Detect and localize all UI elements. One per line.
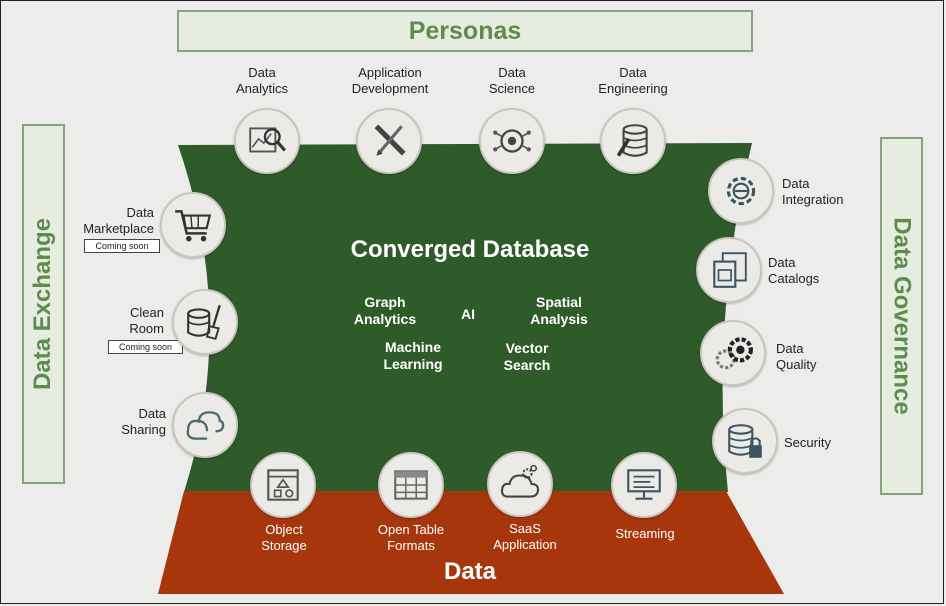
brain-circuit-icon	[493, 129, 531, 153]
persona-application-development[interactable]	[356, 108, 422, 174]
exchange-data-sharing[interactable]	[172, 392, 238, 458]
governance-label-data-quality: Data Quality	[776, 341, 817, 372]
exchange-label-data-marketplace: Data Marketplace	[83, 205, 154, 236]
exchange-data-marketplace[interactable]	[160, 192, 226, 258]
persona-data-science[interactable]	[479, 108, 545, 174]
personas-banner: Personas	[177, 10, 753, 52]
governance-data-catalogs[interactable]	[696, 237, 762, 303]
source-label-object-storage: Object Storage	[261, 522, 307, 553]
catalog-icon	[713, 252, 747, 288]
gear-integration-icon	[726, 176, 756, 206]
streaming-icon	[627, 469, 661, 500]
database-wrench-icon	[616, 124, 648, 157]
coming-soon-badge-clean-room: Coming soon	[108, 340, 183, 354]
data-title: Data	[443, 558, 497, 585]
gears-icon	[715, 337, 753, 370]
persona-data-analytics[interactable]	[234, 108, 300, 174]
shopping-cart-icon	[175, 210, 212, 242]
data-area	[158, 491, 784, 594]
data-exchange-banner: Data Exchange	[22, 124, 65, 484]
governance-label-data-catalogs: Data Catalogs	[768, 255, 820, 286]
cloud-share-icon	[186, 411, 225, 440]
governance-security[interactable]	[712, 408, 778, 474]
persona-label-application-development: Application Development	[351, 65, 429, 96]
feature-ai: AI	[461, 306, 475, 322]
exchange-clean-room[interactable]	[172, 289, 238, 355]
persona-label-data-analytics: Data Analytics	[235, 65, 289, 96]
source-label-open-table-formats: Open Table Formats	[377, 522, 445, 553]
governance-data-quality[interactable]	[700, 320, 766, 386]
ruler-pencil-icon	[374, 124, 406, 156]
database-broom-icon	[187, 304, 221, 340]
persona-label-data-science: Data Science	[488, 65, 536, 96]
feature-machine-learning: Machine Learning	[383, 339, 443, 372]
source-label-saas-application: SaaS Application	[493, 521, 557, 552]
source-saas-application[interactable]	[487, 451, 553, 517]
exchange-label-clean-room: Clean Room	[129, 305, 164, 336]
source-object-storage[interactable]	[250, 452, 316, 518]
governance-label-data-integration: Data Integration	[782, 176, 844, 207]
saas-cloud-icon	[500, 464, 540, 498]
chart-magnifier-icon	[249, 127, 287, 153]
persona-data-engineering[interactable]	[600, 108, 666, 174]
personas-title: Personas	[408, 16, 522, 45]
feature-vector-search: Vector Search	[503, 340, 551, 373]
exchange-label-data-sharing: Data Sharing	[121, 406, 166, 437]
governance-data-integration[interactable]	[708, 158, 774, 224]
converged-database-area	[178, 143, 752, 492]
converged-database-title: Converged Database	[350, 236, 590, 263]
data-governance-banner: Data Governance	[880, 137, 923, 495]
source-open-table-formats[interactable]	[378, 452, 444, 518]
table-icon	[394, 470, 428, 500]
feature-spatial-analysis: Spatial Analysis	[530, 294, 588, 327]
persona-label-data-engineering: Data Engineering	[598, 65, 668, 96]
feature-graph-analytics: Graph Analytics	[353, 294, 417, 327]
coming-soon-badge-marketplace: Coming soon	[84, 239, 160, 253]
governance-label-security: Security	[784, 435, 831, 450]
database-lock-icon	[728, 424, 762, 458]
source-streaming[interactable]	[611, 452, 677, 518]
source-label-streaming: Streaming	[615, 526, 675, 541]
object-storage-icon	[267, 469, 299, 501]
